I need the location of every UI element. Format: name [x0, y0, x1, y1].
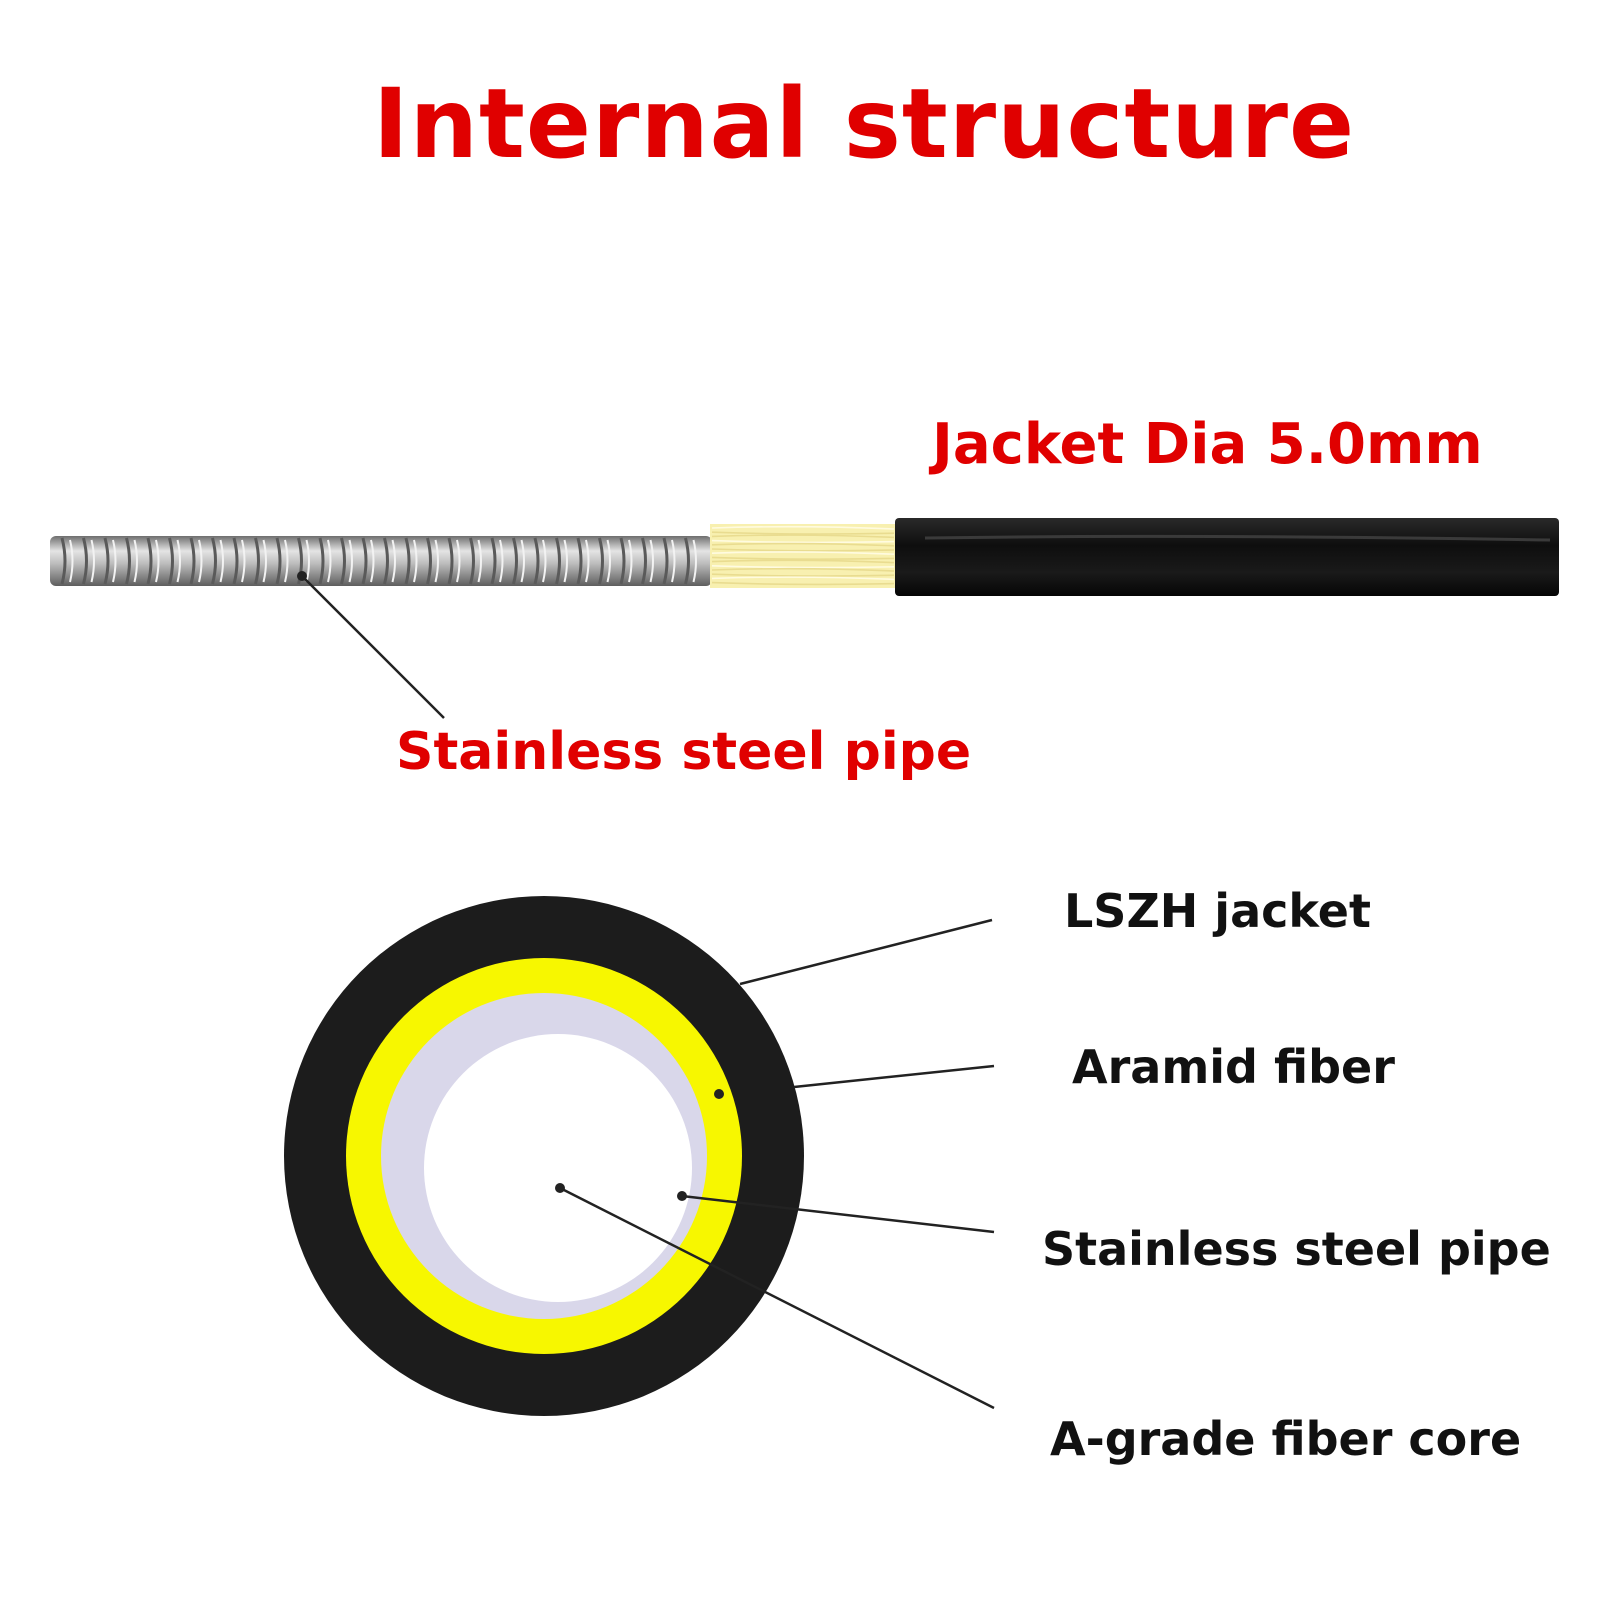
- coil-highlight: [628, 539, 633, 583]
- coil-highlight: [413, 539, 418, 583]
- cable-steel-pipe-section: [50, 536, 712, 586]
- aramid-strand: [711, 551, 895, 555]
- coil-highlight: [606, 539, 611, 583]
- stainless-steel-pipe-label: Stainless steel pipe: [1042, 1222, 1551, 1276]
- coil-highlight: [90, 539, 95, 583]
- fiber-core-area: [424, 1034, 692, 1302]
- coil-highlight: [348, 539, 353, 583]
- coil-ridge: [447, 537, 454, 585]
- aramid-strands: [711, 525, 895, 586]
- aramid-strand: [711, 531, 895, 535]
- coil-highlight: [456, 539, 461, 583]
- coil-ridge: [340, 537, 346, 585]
- coil-highlight: [434, 539, 439, 583]
- coil-highlight: [219, 539, 224, 583]
- coil-ridge: [60, 537, 67, 585]
- pipe-leader: [297, 571, 445, 719]
- coil-highlight: [520, 539, 525, 583]
- coil-highlight: [671, 539, 676, 583]
- coil-highlight: [262, 539, 267, 583]
- cross-section-leaders: [555, 918, 995, 1410]
- coil-ridge: [404, 537, 411, 585]
- coil-highlight: [198, 539, 203, 583]
- coil-ridge: [232, 537, 239, 585]
- coil-ridge: [254, 537, 260, 585]
- coil-highlight: [327, 539, 332, 583]
- aramid-strand: [711, 534, 895, 539]
- aramid-strand: [711, 542, 895, 547]
- cable-aramid-section: [710, 524, 896, 588]
- aramid-strand: [711, 548, 895, 552]
- page-title: Internal structure: [372, 68, 1356, 180]
- aramid-strand: [711, 573, 895, 577]
- aramid-strand: [711, 567, 895, 572]
- coil-ridge: [361, 537, 368, 585]
- aramid-fiber-label: Aramid fiber: [1072, 1040, 1395, 1094]
- jacket-diameter-label: Jacket Dia 5.0mm: [932, 412, 1483, 477]
- coil-highlight: [155, 539, 160, 583]
- coil-highlight: [176, 539, 181, 583]
- aramid-strand: [711, 539, 895, 544]
- coil-ridge: [103, 537, 110, 585]
- coil-ridge: [533, 537, 540, 585]
- coil-ridge: [125, 537, 131, 585]
- coil-ridge: [490, 537, 497, 585]
- coil-highlight: [585, 539, 590, 583]
- coil-highlight: [305, 539, 310, 583]
- coil-highlight: [649, 539, 654, 583]
- coil-highlight: [284, 539, 289, 583]
- coil-highlight: [692, 539, 697, 583]
- coil-ridge: [576, 537, 583, 585]
- coil-highlight: [477, 539, 482, 583]
- coil-ridge: [598, 537, 604, 585]
- coil-ridge: [426, 537, 432, 585]
- coil-ridge: [318, 537, 325, 585]
- coil-highlight: [563, 539, 568, 583]
- coil-ridge: [662, 537, 669, 585]
- cross-section: [284, 896, 804, 1416]
- coil-ridge: [168, 537, 174, 585]
- coil-ridge: [469, 537, 475, 585]
- coil-ridge: [555, 537, 561, 585]
- coil-ridge: [275, 537, 282, 585]
- aramid-strand: [711, 581, 895, 586]
- coil-highlight: [370, 539, 375, 583]
- coil-ridge: [82, 537, 88, 585]
- coil-highlight: [241, 539, 246, 583]
- coil-highlight: [112, 539, 117, 583]
- coil-highlight: [69, 539, 74, 583]
- lszh-jacket-label: LSZH jacket: [1064, 884, 1371, 938]
- aramid-strand: [711, 556, 895, 560]
- coil-highlight: [499, 539, 504, 583]
- coil-highlight: [133, 539, 138, 583]
- coil-ridge: [684, 537, 690, 585]
- cable-jacket-section: [895, 518, 1559, 596]
- coil-ridge: [512, 537, 518, 585]
- coil-ridge: [146, 537, 153, 585]
- coil-ridge: [189, 537, 196, 585]
- aramid-strand: [711, 576, 895, 581]
- coil-ridge: [211, 537, 217, 585]
- aramid-strand: [711, 559, 895, 564]
- steel-pipe-label: Stainless steel pipe: [396, 722, 972, 782]
- aramid-strand: [711, 525, 895, 530]
- coil-ridge: [383, 537, 389, 585]
- coil-ridge: [619, 537, 626, 585]
- aramid-strand: [711, 565, 895, 569]
- coil-ridge: [641, 537, 647, 585]
- fiber-core-label: A-grade fiber core: [1050, 1412, 1522, 1466]
- coil-highlight: [542, 539, 547, 583]
- coil-highlight: [391, 539, 396, 583]
